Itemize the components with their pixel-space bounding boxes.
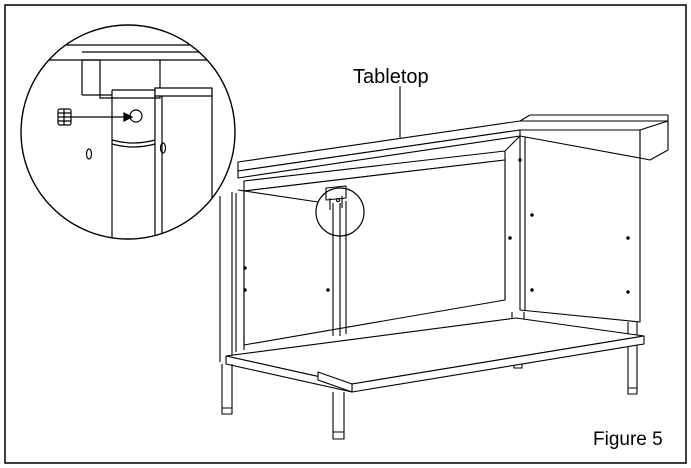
detail-view-content bbox=[21, 44, 235, 239]
figure-caption: Figure 5 bbox=[593, 429, 663, 450]
right-side-panel bbox=[519, 135, 641, 323]
figure-border bbox=[4, 4, 687, 464]
back-panel bbox=[243, 159, 506, 346]
detail-view-circle bbox=[20, 24, 236, 240]
table-drawing bbox=[219, 114, 669, 440]
detail-source-circle bbox=[315, 187, 365, 237]
detail-connector-line bbox=[237, 189, 319, 203]
tabletop-label: Tabletop bbox=[353, 66, 429, 88]
